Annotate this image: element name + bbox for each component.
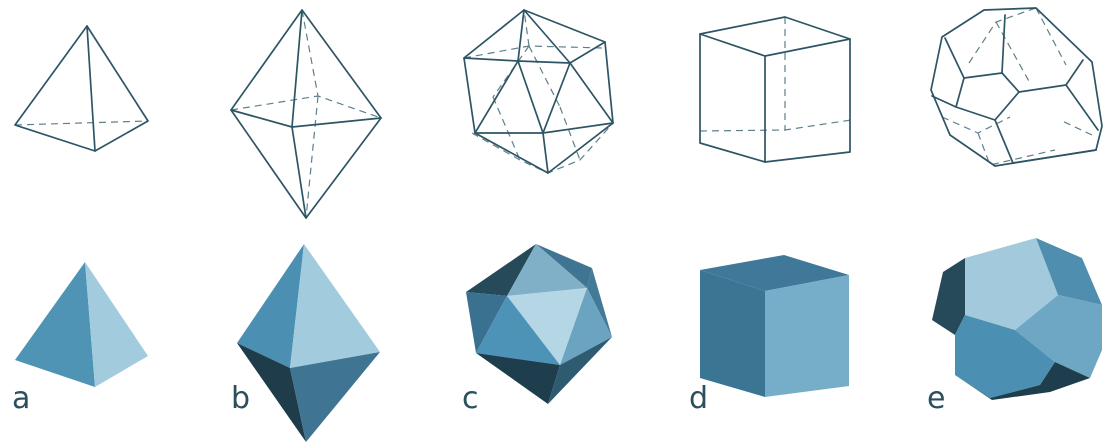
- icosahedron-solid: c: [462, 244, 612, 416]
- octahedron-wireframe: [230, 9, 382, 219]
- label-c: c: [462, 381, 479, 416]
- tetrahedron-wireframe: [14, 25, 149, 152]
- octahedron-solid: b: [231, 244, 380, 442]
- cube-wireframe: [699, 16, 852, 163]
- label-b: b: [231, 381, 250, 416]
- dodecahedron-wireframe: [930, 7, 1103, 167]
- label-e: e: [927, 381, 945, 416]
- icosahedron-wireframe: [463, 9, 614, 174]
- label-d: d: [689, 381, 708, 416]
- dodecahedron-solid: e: [927, 238, 1102, 416]
- tetrahedron-solid: a: [12, 262, 148, 416]
- label-a: a: [12, 381, 30, 416]
- cube-solid: d: [689, 255, 849, 416]
